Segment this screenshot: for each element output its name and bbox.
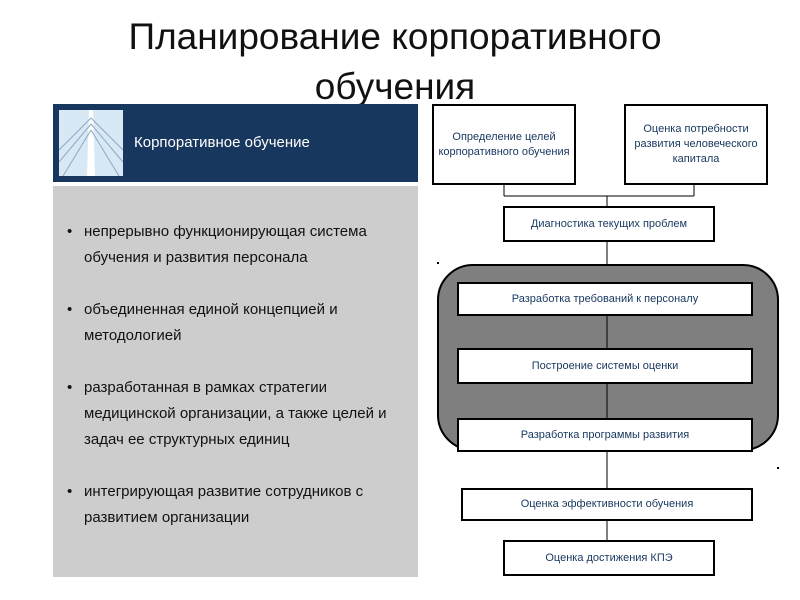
list-item-text: интегрирующая развитие сотрудников с раз… — [84, 483, 364, 526]
list-item: • разработанная в рамках стратегии медиц… — [67, 375, 407, 453]
requirements-label: Разработка требований к персоналу — [511, 292, 699, 305]
header-label: Корпоративное обучение — [134, 134, 310, 151]
page-title: Планирование корпоративного обучения — [40, 12, 750, 112]
title-line-2: обучения — [314, 66, 476, 107]
corporate-learning-header: Корпоративное обучение — [53, 104, 418, 182]
features-panel: • непрерывно функционирующая система обу… — [53, 186, 418, 577]
list-item: • непрерывно функционирующая система обу… — [67, 219, 407, 271]
decorative-dot — [437, 262, 439, 264]
bullet-marker: • — [67, 379, 73, 396]
development-program-box: Разработка программы развития — [457, 418, 753, 452]
list-item: • объединенная единой концепцией и метод… — [67, 297, 407, 349]
assessment-system-box: Построение системы оценки — [457, 348, 753, 384]
requirements-box: Разработка требований к персоналу — [457, 282, 753, 316]
assess-needs-label: Оценка потребности развития человеческог… — [634, 123, 758, 165]
assessment-system-label: Построение системы оценки — [531, 359, 679, 372]
development-program-label: Разработка программы развития — [520, 428, 690, 441]
define-goals-label: Определение целей корпоративного обучени… — [438, 130, 570, 158]
define-goals-box: Определение целей корпоративного обучени… — [432, 104, 576, 185]
list-item-text: разработанная в рамках стратегии медицин… — [84, 379, 387, 448]
kpi-label: Оценка достижения КПЭ — [545, 551, 673, 564]
title-line-1: Планирование корпоративного — [128, 16, 662, 57]
list-item-text: непрерывно функционирующая система обуче… — [84, 223, 367, 266]
efficiency-label: Оценка эффективности обучения — [520, 498, 694, 510]
diagnostics-label: Диагностика текущих проблем — [530, 217, 688, 230]
bullet-marker: • — [67, 223, 73, 240]
diagnostics-box: Диагностика текущих проблем — [503, 206, 715, 242]
assess-needs-box: Оценка потребности развития человеческог… — [624, 104, 768, 185]
list-item: • интегрирующая развитие сотрудников с р… — [67, 479, 407, 531]
kpi-box: Оценка достижения КПЭ — [503, 540, 715, 576]
bullet-marker: • — [67, 301, 73, 318]
decorative-dot — [777, 467, 779, 469]
list-item-text: объединенная единой концепцией и методол… — [84, 301, 338, 344]
efficiency-box: Оценка эффективности обучения — [461, 488, 753, 521]
bullet-marker: • — [67, 483, 73, 500]
features-list: • непрерывно функционирующая система обу… — [67, 219, 407, 557]
bridge-image — [59, 110, 123, 176]
